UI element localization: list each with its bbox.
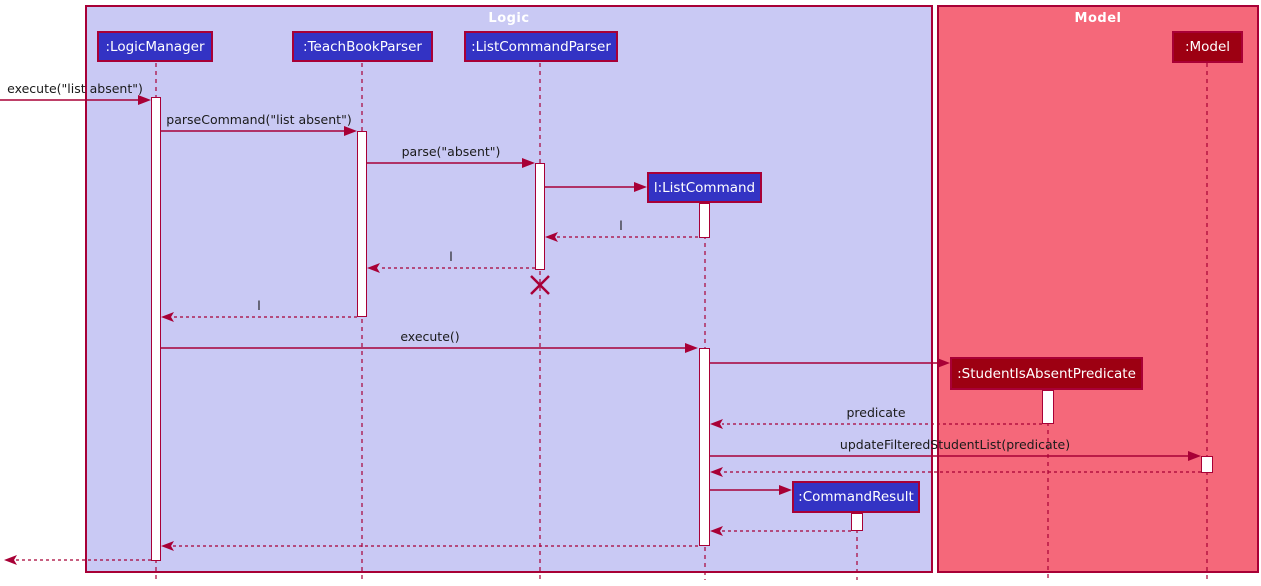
participant-list-command-label: l:ListCommand [653, 179, 756, 196]
participant-command-result-label: :CommandResult [798, 489, 914, 505]
message-label-execute-list-absent: execute("list absent") [7, 81, 143, 96]
model-frame-title: Model [1074, 11, 1122, 26]
participant-model-label: :Model [1184, 39, 1231, 55]
message-label-parse-absent: parse("absent") [401, 144, 501, 159]
activation-list-command-parser [535, 163, 545, 270]
message-label-return-l-3: l [257, 298, 261, 313]
participant-student-is-absent-predicate: :StudentIsAbsentPredicate [950, 357, 1143, 390]
participant-student-is-absent-predicate-label: :StudentIsAbsentPredicate [957, 365, 1136, 382]
activation-logic-manager [151, 97, 161, 561]
activation-list-command-create [699, 203, 710, 238]
logic-frame-title: Logic [488, 11, 530, 26]
participant-teachbook-parser-label: :TeachBookParser [303, 38, 422, 55]
participant-list-command: l:ListCommand [647, 172, 762, 203]
activation-command-result [851, 513, 863, 531]
message-label-parse-command: parseCommand("list absent") [166, 112, 352, 127]
message-label-execute: execute() [400, 329, 460, 344]
model-frame: Model [937, 5, 1259, 573]
activation-model [1201, 456, 1213, 473]
activation-student-is-absent-predicate [1042, 390, 1054, 424]
participant-model: :Model [1172, 31, 1243, 63]
participant-list-command-parser-label: :ListCommandParser [471, 38, 611, 55]
logic-frame: Logic [85, 5, 933, 573]
message-label-update-filtered-student-list: updateFilteredStudentList(predicate) [839, 437, 1071, 452]
message-label-return-l-2: l [449, 249, 453, 264]
activation-list-command-execute [699, 348, 710, 546]
participant-teachbook-parser: :TeachBookParser [292, 31, 433, 62]
participant-logic-manager: :LogicManager [97, 31, 213, 62]
message-label-predicate: predicate [846, 405, 906, 420]
message-label-return-l-1: l [619, 218, 623, 233]
activation-teachbook-parser [357, 131, 367, 317]
participant-command-result: :CommandResult [792, 481, 920, 513]
participant-list-command-parser: :ListCommandParser [464, 31, 618, 62]
participant-logic-manager-label: :LogicManager [105, 38, 205, 55]
